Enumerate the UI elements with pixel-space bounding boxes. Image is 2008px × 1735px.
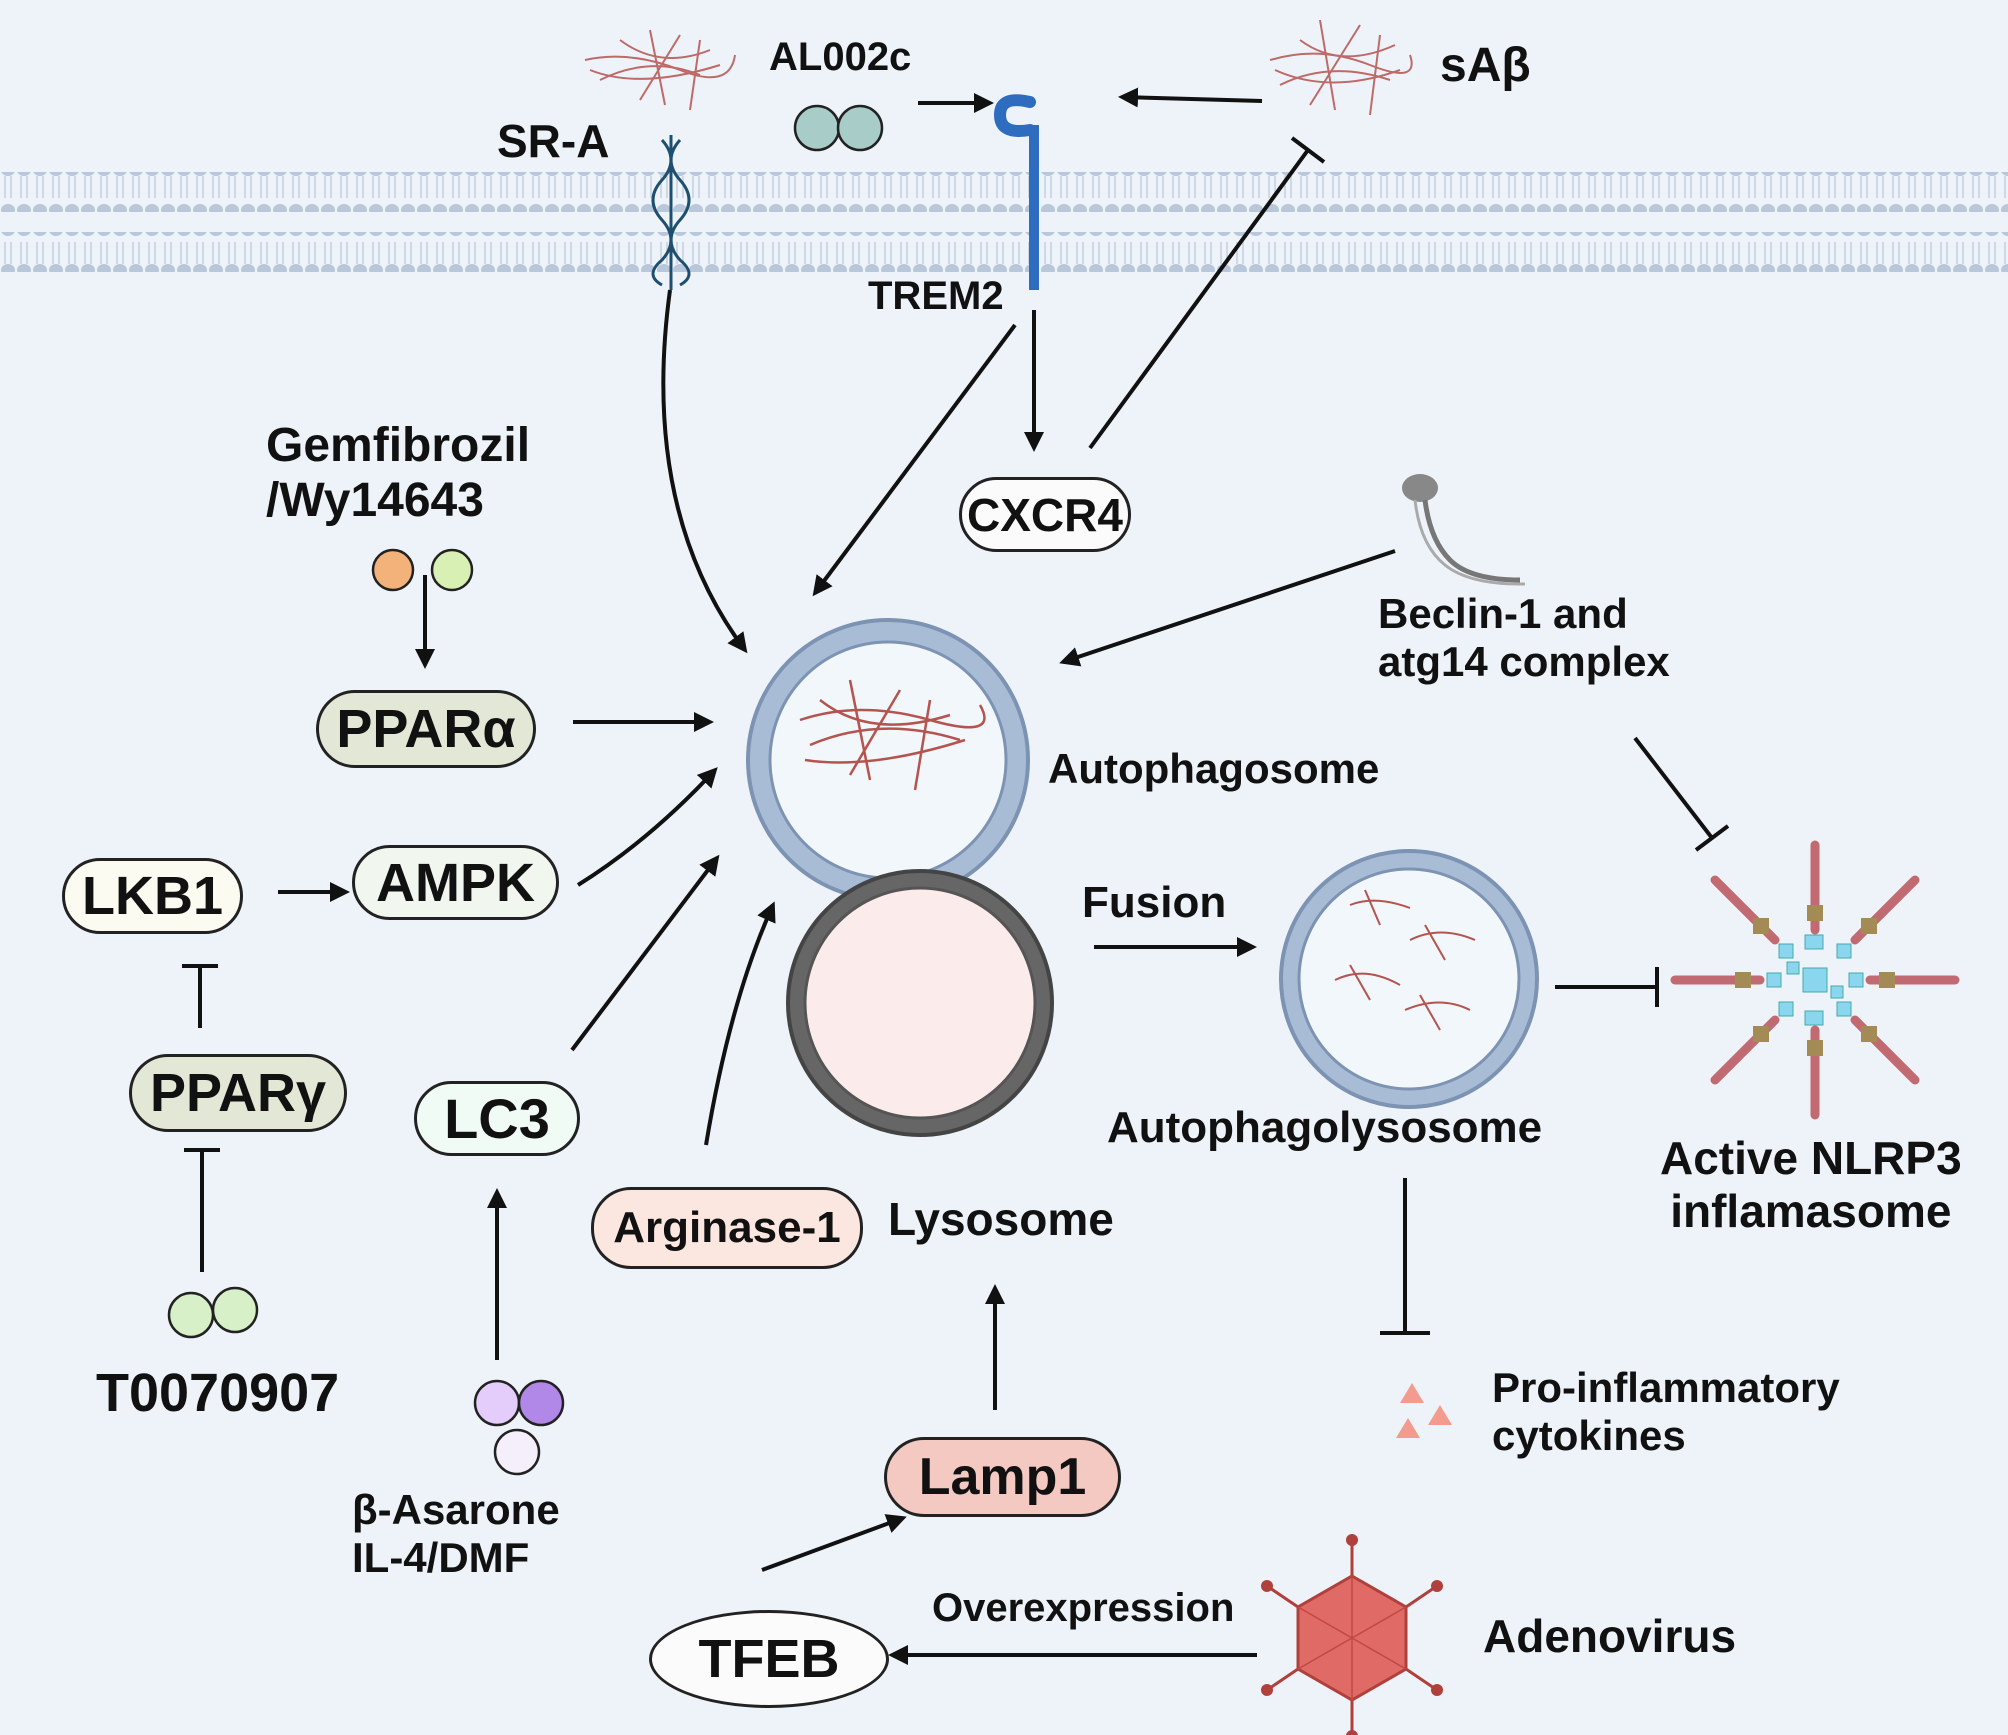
sr-a-label: SR-A (497, 115, 610, 167)
arrow-tfeb-to-lamp1 (761, 1514, 907, 1572)
ppar-gamma-node: PPARγ (129, 1054, 347, 1132)
cell-membrane (0, 172, 2008, 272)
inhibit-t0070907-to-pparg (184, 1148, 220, 1272)
adenovirus-label: Adenovirus (1483, 1610, 1737, 1662)
beclin-label: Beclin-1 and atg14 complex (1378, 590, 1670, 687)
pro-inflammatory-label: Pro-inflammatory cytokines (1492, 1364, 1840, 1461)
lysosome-vesicle (786, 869, 1054, 1137)
t0070907-molecule-icon (167, 1286, 259, 1339)
trem2-label: TREM2 (868, 274, 1004, 318)
asarone-molecule-icon (473, 1379, 565, 1476)
arrow-arginase-to-autophagosome (704, 901, 776, 1146)
gemfibrozil-molecule-icon (371, 548, 474, 592)
sr-a-receptor-icon (651, 135, 691, 290)
trem2-receptor-icon (993, 94, 1039, 290)
inhibit-beclin-to-nlrp3 (1633, 736, 1730, 852)
al002c-label: AL002c (769, 35, 912, 79)
fusion-label: Fusion (1082, 878, 1227, 927)
arrow-ampk-to-autophagosome (576, 767, 718, 887)
inhibit-autophagolysosome-to-nlrp3 (1555, 967, 1659, 1007)
cxcr4-node: CXCR4 (959, 477, 1131, 552)
nlrp3-label: Active NLRP3 inflamasome (1660, 1132, 1962, 1238)
arrow-trem2-to-autophagosome (812, 323, 1017, 597)
lysosome-label: Lysosome (888, 1193, 1114, 1245)
arrow-beclin-to-autophagosome (1059, 549, 1396, 667)
inhibition-lines (182, 136, 1730, 1335)
lc3-node: LC3 (414, 1081, 580, 1156)
beclin-complex-icon (1402, 474, 1526, 586)
autophagosome-label: Autophagosome (1048, 745, 1380, 792)
ppar-alpha-node: PPARα (316, 690, 536, 768)
activation-arrows (278, 87, 1396, 1665)
asarone-label-line2: IL-4/DMF (352, 1534, 530, 1582)
adenovirus-icon (1261, 1534, 1443, 1735)
overexpression-label: Overexpression (932, 1586, 1235, 1630)
arrow-sra-to-autophagosome (661, 289, 748, 654)
al002c-antibody-icon (793, 104, 884, 152)
tfeb-node: TFEB (649, 1610, 889, 1708)
asarone-label-line1: β-Asarone (352, 1486, 560, 1533)
ampk-node: AMPK (352, 845, 559, 920)
gemfibrozil-label-line1: Gemfibrozil (266, 419, 531, 472)
amyloid-fibril-top-left (584, 29, 736, 111)
beclin-label-line1: Beclin-1 and (1378, 590, 1628, 637)
pro-inflammatory-label-line2: cytokines (1492, 1412, 1686, 1460)
arrow-sabeta-to-trem2 (1118, 87, 1263, 108)
inhibit-cxcr4-to-sabeta (1088, 136, 1326, 450)
autophagosome-vesicle (746, 618, 1030, 902)
inhibit-pparg-to-lkb1 (182, 964, 218, 1028)
beclin-label-line2: atg14 complex (1378, 638, 1670, 686)
lkb1-node: LKB1 (62, 858, 243, 934)
lamp1-node: Lamp1 (884, 1437, 1121, 1517)
inhibit-autophagolysosome-to-cytokines (1380, 1178, 1430, 1335)
gemfibrozil-label: Gemfibrozil /Wy14643 (266, 418, 530, 528)
sabeta-label: sAβ (1440, 39, 1531, 92)
arrow-lc3-to-autophagosome (570, 854, 720, 1052)
arginase-node: Arginase-1 (591, 1187, 863, 1269)
nlrp3-inflammasome-icon (1670, 840, 1960, 1120)
amyloid-fibril-top-right (1269, 19, 1413, 116)
t0070907-label: T0070907 (96, 1363, 340, 1423)
gemfibrozil-label-line2: /Wy14643 (266, 474, 484, 528)
nlrp3-label-line2: inflamasome (1670, 1184, 1952, 1237)
autophagolysosome-label: Autophagolysosome (1107, 1103, 1543, 1152)
autophagolysosome-vesicle (1279, 849, 1539, 1109)
nlrp3-label-line1: Active NLRP3 (1660, 1132, 1962, 1184)
pro-inflammatory-label-line1: Pro-inflammatory (1492, 1364, 1840, 1411)
asarone-label: β-Asarone IL-4/DMF (352, 1486, 560, 1583)
cytokine-icon (1396, 1383, 1452, 1438)
